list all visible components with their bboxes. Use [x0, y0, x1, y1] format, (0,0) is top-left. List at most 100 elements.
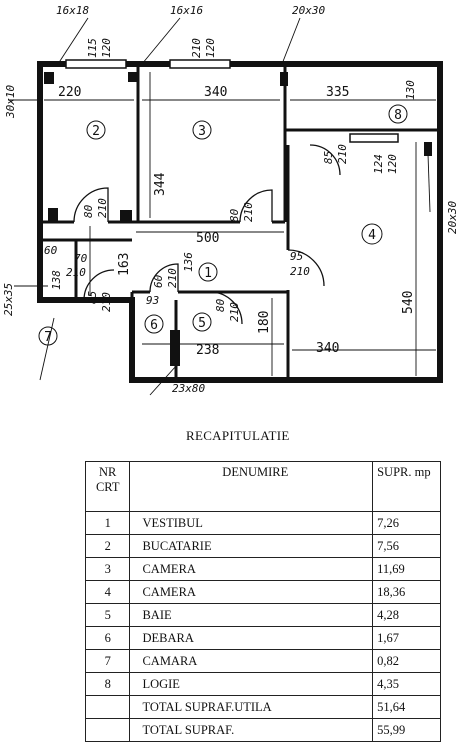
row-name: TOTAL SUPRAF.	[129, 718, 374, 742]
row-name: BAIE	[129, 603, 374, 627]
recap-title: RECAPITULATIE	[186, 428, 290, 443]
row-nr: 2	[84, 534, 131, 558]
dim-label: 210	[190, 38, 203, 58]
dim-label: 80	[82, 204, 95, 218]
room-number: 4	[368, 228, 376, 243]
pillars	[44, 72, 432, 366]
room-number: 6	[150, 318, 158, 333]
row-area: 7,26	[372, 511, 441, 535]
dim-label: 136	[182, 252, 195, 272]
row-nr: 3	[84, 557, 131, 581]
dim-label: 210	[242, 202, 255, 222]
dim-label: 85	[322, 151, 335, 164]
row-nr: 7	[84, 649, 131, 673]
dim-label: 210	[66, 266, 86, 279]
dim-label: 25x35	[2, 283, 15, 316]
dim-label: 120	[386, 154, 399, 174]
row-area: 18,36	[372, 580, 441, 604]
room-number: 2	[92, 124, 100, 139]
dim-label: 20x30	[292, 4, 325, 17]
header-suprafata: SUPR. mp	[372, 461, 441, 512]
dim-label: 93	[146, 294, 159, 307]
row-nr: 4	[84, 580, 131, 604]
dim-label: 30x10	[4, 85, 17, 119]
dim-label: 210	[290, 265, 310, 278]
row-nr	[84, 695, 131, 719]
row-nr: 6	[84, 626, 131, 650]
row-name: CAMERA	[129, 557, 374, 581]
row-area: 51,64	[372, 695, 441, 719]
table-header-row: NR CRT DENUMIRE SUPR. mp	[84, 461, 441, 512]
dim-label: 120	[100, 38, 113, 58]
row-name: BUCATARIE	[129, 534, 374, 558]
dim-label: 115	[86, 38, 99, 58]
doors	[73, 144, 341, 325]
dim-label: 210	[228, 302, 241, 322]
row-area: 55,99	[372, 718, 441, 742]
row-area: 1,67	[372, 626, 441, 650]
dim-label: 335	[326, 85, 349, 100]
dim-label: 124	[372, 154, 385, 174]
dim-label: 340	[316, 341, 339, 356]
row-name: DEBARA	[129, 626, 374, 650]
windows	[65, 59, 399, 143]
dim-label: 500	[196, 231, 219, 246]
row-name: CAMERA	[129, 580, 374, 604]
dim-label: 344	[153, 172, 168, 196]
dim-label: 16x18	[56, 4, 89, 17]
row-area: 0,82	[372, 649, 441, 673]
row-nr: 5	[84, 603, 131, 627]
row-nr: 1	[84, 511, 131, 535]
room-number: 3	[198, 124, 206, 139]
room-number: 8	[394, 108, 402, 123]
dim-label: 220	[58, 85, 81, 100]
table-row: TOTAL SUPRAF.55,99	[84, 718, 441, 742]
row-name: LOGIE	[129, 672, 374, 696]
dim-label: 85	[86, 291, 99, 304]
row-nr	[84, 718, 131, 742]
header-denumire: DENUMIRE	[129, 461, 374, 512]
room-labels	[38, 104, 408, 346]
dim-label: 130	[404, 80, 417, 100]
floor-plan: 16x18 16x16 20x30 30x10 115 120 210 120 …	[2, 4, 459, 396]
dim-label: 70	[74, 252, 88, 265]
room-number: 1	[204, 266, 212, 281]
dim-label: 23x80	[172, 382, 205, 395]
dim-label: 120	[204, 38, 217, 58]
dim-label: 180	[257, 311, 272, 334]
dim-label: 16x16	[170, 4, 203, 17]
dim-label: 210	[96, 198, 109, 218]
row-area: 7,56	[372, 534, 441, 558]
dim-label: 80	[228, 208, 241, 222]
dim-label: 95	[290, 250, 303, 263]
row-area: 11,69	[372, 557, 441, 581]
row-nr: 8	[84, 672, 131, 696]
dim-label: 210	[166, 268, 179, 288]
dim-label: 210	[100, 292, 113, 312]
row-name: CAMARA	[129, 649, 374, 673]
dimension-lines	[8, 17, 436, 396]
row-name: TOTAL SUPRAF.UTILA	[129, 695, 374, 719]
dim-label: 540	[401, 291, 416, 314]
dim-label: 138	[50, 270, 63, 290]
dim-label: 20x30	[446, 201, 459, 234]
dim-label: 80	[214, 298, 227, 312]
dim-label: 163	[117, 253, 132, 276]
room-number: 7	[44, 330, 52, 345]
dim-label: 60	[44, 244, 58, 257]
row-name: VESTIBUL	[129, 511, 374, 535]
header-nr: NR CRT	[84, 461, 131, 512]
dim-label: 238	[196, 343, 219, 358]
row-area: 4,35	[372, 672, 441, 696]
